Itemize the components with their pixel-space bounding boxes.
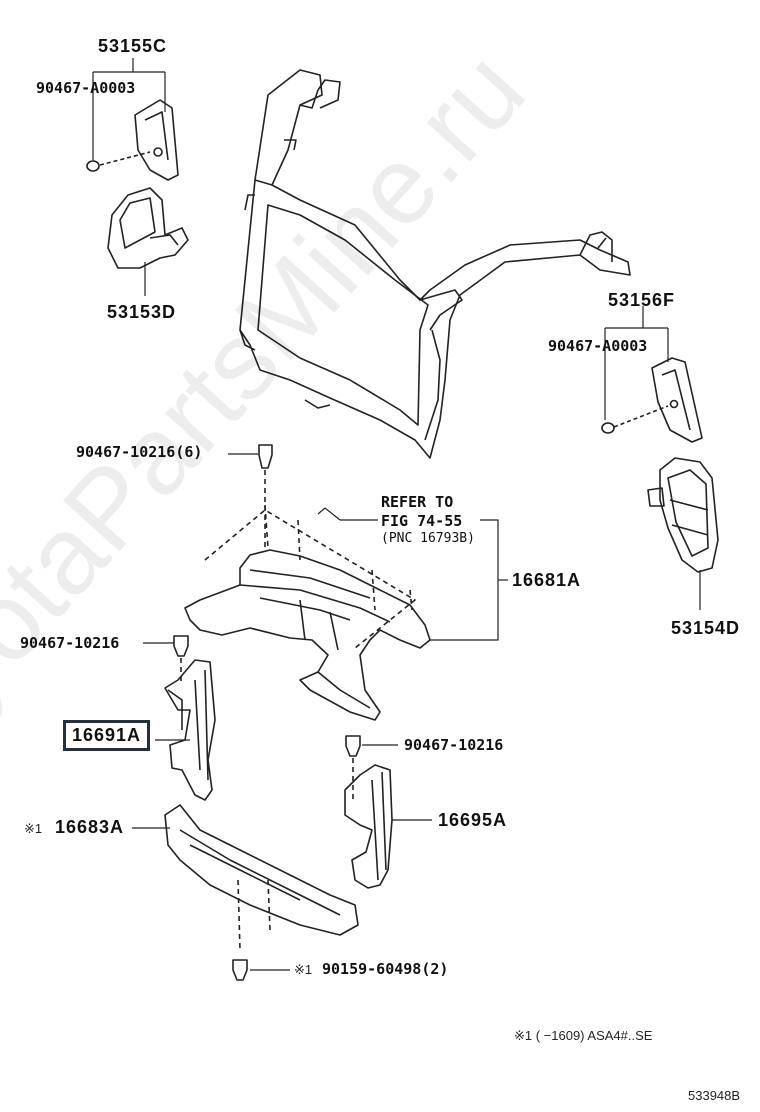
seal-16691a-drawing (164, 659, 216, 801)
bracket-53155c-drawing (86, 99, 179, 181)
label-16681a[interactable]: 16681A (512, 570, 582, 590)
air-guide-16681a-drawing (184, 504, 431, 721)
refer-line-2: FIG 74-55 (381, 512, 463, 530)
label-16695a[interactable]: 16695A (438, 810, 508, 830)
label-90467-10216-right[interactable]: 90467-10216 (404, 736, 504, 754)
label-90467-10216-left[interactable]: 90467-10216 (20, 634, 120, 652)
leader-lines (92, 58, 701, 971)
figure-id: 533948B (688, 1088, 741, 1103)
footnote: ※1 ( −1609) ASA4#..SE (514, 1028, 653, 1043)
label-53155c[interactable]: 53155C (98, 36, 168, 56)
note-mark-90159: ※1 (294, 962, 313, 977)
refer-line-1: REFER TO (381, 493, 454, 511)
note-mark-16683a: ※1 (24, 821, 43, 836)
label-53156f[interactable]: 53156F (608, 290, 676, 310)
bolt-90159-60498-drawing (232, 959, 248, 981)
clip-90467-10216-left-drawing (173, 635, 189, 685)
refer-line-3: (PNC 16793B) (381, 531, 475, 546)
radiator-support-drawing (239, 69, 631, 459)
bracket-53156f-drawing (601, 357, 703, 443)
clip-90467-10216-right-drawing (345, 735, 361, 800)
seal-53153d-drawing (107, 187, 189, 269)
label-16691a-highlighted[interactable]: 16691A (63, 720, 151, 751)
label-90467-10216-6[interactable]: 90467-10216(6) (76, 443, 203, 461)
seal-53154d-drawing (647, 457, 719, 573)
label-90159-60498-2[interactable]: 90159-60498(2) (322, 960, 449, 978)
label-16683a[interactable]: 16683A (55, 817, 125, 837)
label-90467-a0003-top[interactable]: 90467-A0003 (36, 79, 136, 97)
seal-16683a-drawing (164, 804, 359, 951)
clip-90467-10216-6-drawing (258, 444, 273, 550)
label-90467-a0003-right[interactable]: 90467-A0003 (548, 337, 648, 355)
seal-16695a-drawing (344, 764, 393, 889)
label-53154d[interactable]: 53154D (671, 618, 741, 638)
label-53153d[interactable]: 53153D (107, 302, 177, 322)
